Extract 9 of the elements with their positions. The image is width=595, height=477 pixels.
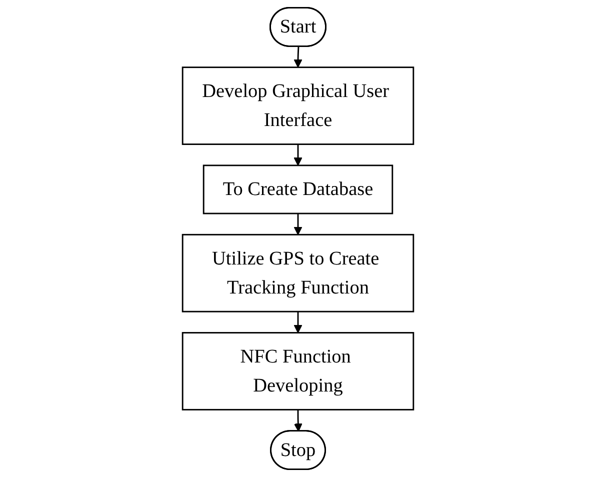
arrow [293,410,302,432]
arrow [293,144,302,166]
node-box: Utilize GPS to Create Tracking Function [181,234,414,312]
node-box: NFC Function Developing [181,332,414,410]
node-box: Develop Graphical User Interface [181,66,414,145]
arrow [293,46,302,68]
node-box: To Create Database [202,164,393,214]
arrow [293,214,302,236]
arrow [293,312,302,334]
